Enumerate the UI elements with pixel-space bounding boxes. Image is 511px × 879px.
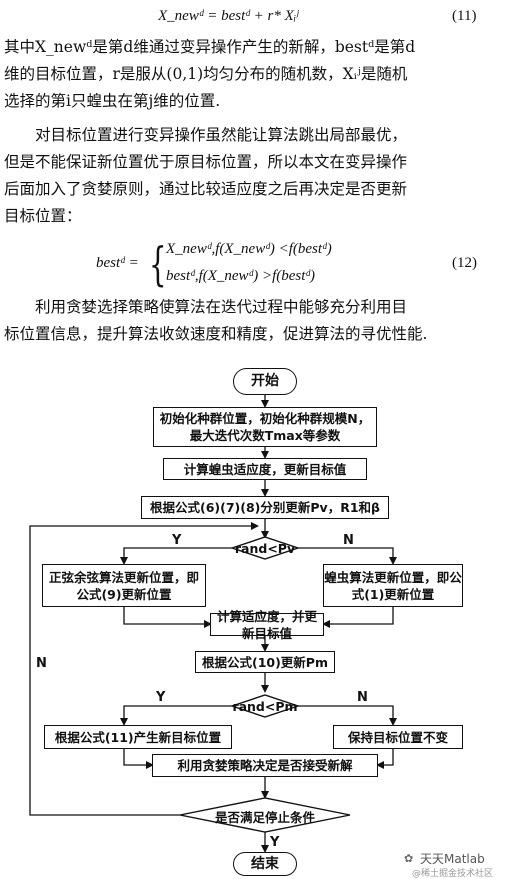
update-pm-process: 根据公式(10)更新Pm	[195, 651, 335, 673]
no-label: N	[357, 690, 368, 705]
end-node: 结束	[233, 852, 297, 876]
paragraph-greedy: 对目标位置进行变异操作虽然能让算法跳出局部最优， 但是不能保证新位置优于原目标位…	[4, 122, 504, 230]
text-line: 其中X_newᵈ是第d维通过变异操作产生的新解，bestᵈ是第d	[4, 38, 416, 56]
equation-12: bestᵈ = { X_newᵈ,f(X_newᵈ) <f(bestᵈ) bes…	[0, 235, 511, 295]
recalc-process: 计算适应度，并更新目标值	[210, 609, 324, 641]
text-line: 选择的第i只蝗虫在第j维的位置.	[4, 92, 221, 110]
brace-symbol: {	[149, 237, 167, 291]
goa-update-process: 蝗虫算法更新位置，即公式(1)更新位置	[323, 564, 463, 607]
update-params-process: 根据公式(6)(7)(8)分别更新Pv，R1和β	[141, 496, 389, 519]
no-label: N	[36, 656, 47, 671]
watermark-sub: @稀土掘金技术社区	[412, 869, 494, 879]
keep-target-process: 保持目标位置不变	[333, 725, 463, 749]
algorithm-flowchart: 开始 初始化种群位置，初始化种群规模N，最大迭代次数Tmax等参数 计算蝗虫适应…	[0, 360, 511, 879]
start-node: 开始	[233, 368, 297, 395]
text-line: 但是不能保证新位置优于原目标位置，所以本文在变异操作	[4, 153, 408, 171]
calc-fitness-process: 计算蝗虫适应度，更新目标值	[163, 458, 367, 480]
yes-label: Y	[156, 690, 166, 705]
paragraph-variables: 其中X_newᵈ是第d维通过变异操作产生的新解，bestᵈ是第d 维的目标位置，…	[4, 34, 504, 115]
equation-11-body: X_newᵈ = bestᵈ + r* Xᵢʲ	[158, 8, 299, 24]
watermark-name: 天天Matlab	[420, 852, 485, 866]
equation-12-case-1: X_newᵈ,f(X_newᵈ) <f(bestᵈ)	[166, 241, 332, 257]
equation-12-case-2: bestᵈ,f(X_newᵈ) >f(bestᵈ)	[166, 268, 316, 284]
equation-11-number: (11)	[452, 8, 477, 24]
text-line: 利用贪婪选择策略使算法在迭代过程中能够充分利用目	[35, 298, 408, 316]
sca-update-process: 正弦余弦算法更新位置，即公式(9)更新位置	[42, 564, 206, 607]
text-line: 标位置信息，提升算法收敛速度和精度，促进算法的寻优性能.	[4, 325, 428, 343]
equation-12-lhs: bestᵈ =	[96, 255, 139, 271]
text-line: 后面加入了贪婪原则，通过比较适应度之后再决定是否更新	[4, 180, 408, 198]
paragraph-summary: 利用贪婪选择策略使算法在迭代过程中能够充分利用目 标位置信息，提升算法收敛速度和…	[4, 294, 504, 348]
decision-rand-pm: rand<Pm	[232, 699, 298, 714]
equation-12-number: (12)	[452, 255, 477, 271]
watermark-icon: ✿	[404, 852, 414, 865]
greedy-process: 利用贪婪策略决定是否接受新解	[152, 754, 378, 777]
text-line: 维的目标位置，r是服从(0,1)均匀分布的随机数，Xᵢʲ是随机	[4, 65, 408, 83]
no-label: N	[343, 533, 354, 548]
yes-label: Y	[172, 533, 182, 548]
init-process: 初始化种群位置，初始化种群规模N，最大迭代次数Tmax等参数	[153, 407, 377, 447]
new-target-process: 根据公式(11)产生新目标位置	[44, 725, 232, 749]
text-line: 目标位置：	[4, 207, 82, 225]
flowchart-connectors	[29, 394, 397, 853]
decision-stop: 是否满足停止条件	[214, 810, 315, 825]
decision-rand-pv: rand<Pv	[234, 541, 296, 556]
yes-label: Y	[270, 835, 280, 850]
text-line: 对目标位置进行变异操作虽然能让算法跳出局部最优，	[35, 126, 408, 144]
